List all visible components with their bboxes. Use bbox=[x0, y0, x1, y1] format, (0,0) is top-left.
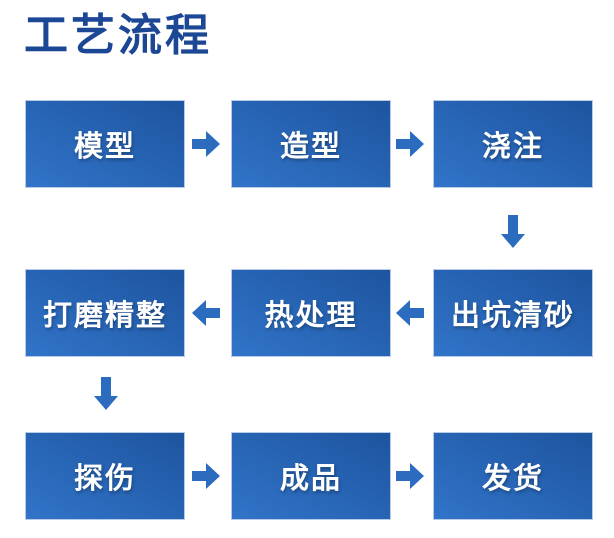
step-label-shakeout-sand-cleaning: 出坑清砂 bbox=[450, 300, 575, 332]
arrow-right-icon bbox=[396, 463, 424, 489]
step-box-pouring: 浇注 bbox=[433, 100, 593, 188]
step-box-grinding-finishing: 打磨精整 bbox=[25, 269, 185, 357]
arrow-down-icon bbox=[501, 215, 525, 248]
step-box-shipping: 发货 bbox=[433, 432, 593, 520]
step-box-molding: 造型 bbox=[231, 100, 391, 188]
page-title: 工艺流程 bbox=[24, 11, 212, 60]
step-label-molding: 造型 bbox=[279, 131, 342, 163]
arrow-left-icon bbox=[192, 300, 220, 326]
step-box-heat-treatment: 热处理 bbox=[231, 269, 391, 357]
step-label-shipping: 发货 bbox=[481, 463, 544, 495]
step-box-shakeout-sand-cleaning: 出坑清砂 bbox=[433, 269, 593, 357]
arrow-down-icon bbox=[94, 377, 118, 410]
step-label-grinding-finishing: 打磨精整 bbox=[42, 300, 167, 332]
step-box-model: 模型 bbox=[25, 100, 185, 188]
arrow-right-icon bbox=[192, 131, 220, 157]
step-label-model: 模型 bbox=[73, 131, 136, 163]
step-box-finished-product: 成品 bbox=[231, 432, 391, 520]
step-label-pouring: 浇注 bbox=[481, 131, 544, 163]
arrow-right-icon bbox=[192, 463, 220, 489]
step-label-flaw-detection: 探伤 bbox=[73, 463, 136, 495]
step-label-finished-product: 成品 bbox=[279, 463, 342, 495]
arrow-right-icon bbox=[396, 131, 424, 157]
step-box-flaw-detection: 探伤 bbox=[25, 432, 185, 520]
step-label-heat-treatment: 热处理 bbox=[264, 300, 358, 332]
arrow-left-icon bbox=[396, 300, 424, 326]
